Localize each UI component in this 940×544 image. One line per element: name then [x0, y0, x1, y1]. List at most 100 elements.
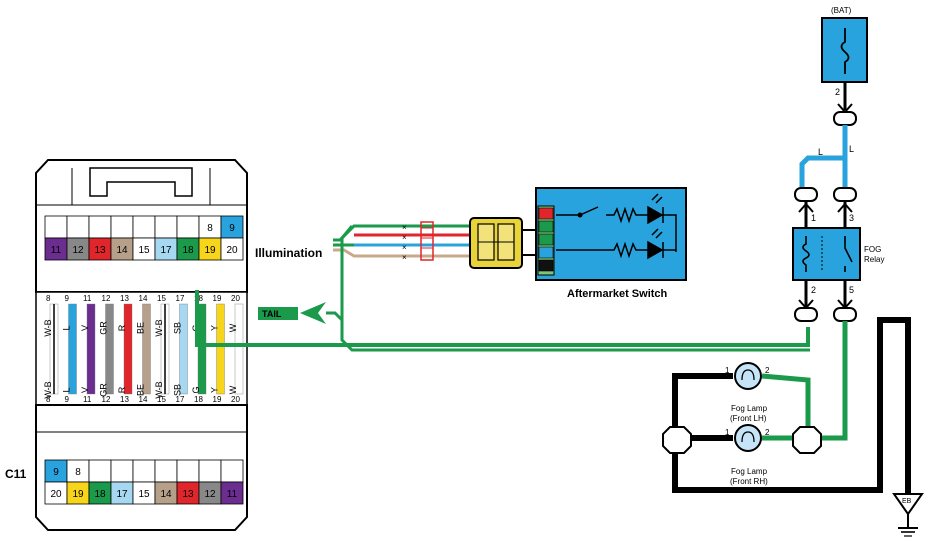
terminal [833, 187, 857, 202]
cell-number: 18 [94, 489, 106, 500]
harness-pin-bottom: 20 [231, 395, 240, 404]
harness-wire-code: W-B [154, 319, 164, 336]
pin-label: 1 [725, 428, 730, 437]
harness-wire-code: W-B [43, 319, 53, 336]
connector-cell [110, 459, 134, 483]
bat-label: (BAT) [831, 6, 852, 15]
harness-wire-code: W [228, 323, 238, 332]
harness-wire [216, 303, 225, 395]
harness-wire-code: GR [99, 383, 109, 397]
lamp-label: (Front RH) [730, 477, 768, 486]
switch-terminal-strip [537, 205, 555, 276]
pin-label: 5 [849, 285, 854, 295]
switch-pin [538, 259, 554, 272]
connector-cell [88, 459, 112, 483]
svg-text:×: × [402, 253, 407, 262]
cell-number: 15 [138, 245, 150, 256]
relay-label: Relay [864, 255, 884, 264]
connector-latch [89, 167, 193, 197]
harness-pin-bottom: 14 [139, 395, 148, 404]
switch-label: Aftermarket Switch [567, 288, 668, 300]
cell-number: 11 [227, 489, 238, 500]
switch-schematic [556, 193, 677, 260]
wire-illumination-3 [333, 248, 470, 258]
switch-plug [469, 217, 523, 269]
harness-wire-code: R [117, 324, 127, 331]
harness-wire-code: R [117, 386, 127, 393]
terminal [833, 307, 857, 322]
cell-number: 20 [50, 489, 62, 500]
harness-pin-bottom: 13 [120, 395, 129, 404]
fog-lamp-lh [734, 362, 762, 390]
pin-label: 2 [765, 366, 770, 375]
harness-wire-code: L [62, 325, 72, 330]
cell-number: 19 [72, 489, 84, 500]
terminal [794, 307, 818, 322]
wire-ground [672, 317, 911, 495]
harness-wire [68, 303, 77, 395]
cell-number: 15 [138, 489, 150, 500]
pin-label: 2 [835, 87, 840, 97]
cell-number: 18 [182, 245, 194, 256]
connector-cell [176, 459, 200, 483]
harness-wire [105, 303, 114, 395]
cell-number: 12 [72, 245, 84, 256]
harness-pin-top: 13 [120, 294, 129, 303]
harness-wire [123, 303, 133, 395]
lamp-label: (Front LH) [730, 414, 767, 423]
harness-pin-bottom: 17 [176, 395, 185, 404]
cell-number: 11 [51, 245, 62, 256]
connector-cell [198, 459, 222, 483]
harness-pin-top: 20 [231, 294, 240, 303]
harness-pin-bottom: 19 [213, 395, 222, 404]
harness-wire [197, 303, 207, 395]
cell-number: 12 [204, 489, 216, 500]
harness-pin-bottom: 15 [157, 395, 166, 404]
terminal [794, 187, 818, 202]
terminal-arrow [837, 202, 853, 213]
harness-wire-code: Y [210, 387, 220, 393]
terminal-arrow [798, 202, 814, 213]
wire-code: L [849, 144, 854, 154]
inline-splices: × × × × [402, 221, 434, 262]
svg-text:×: × [402, 243, 407, 252]
connector-cell [110, 215, 134, 239]
pin-label: 2 [765, 428, 770, 437]
connector-label: C11 [5, 467, 27, 481]
cell-number: 17 [116, 489, 128, 500]
tail-label: TAIL [262, 309, 282, 319]
harness-pin-top: 8 [46, 294, 51, 303]
cell-number: 14 [160, 489, 172, 500]
cell-number: 13 [94, 245, 106, 256]
cell-number: 13 [182, 489, 194, 500]
harness-wire-code: W [228, 385, 238, 394]
harness-wire-code: BE [136, 322, 146, 334]
harness-wire-code: W-B [43, 381, 53, 398]
wire-green-to-relay [195, 290, 810, 347]
harness-pin-bottom: 11 [83, 395, 92, 404]
harness-wire-code: SB [173, 384, 183, 396]
harness-pin-top: 11 [83, 294, 92, 303]
connector-cell [154, 459, 178, 483]
cell-number: 19 [204, 245, 216, 256]
connector-cell [132, 459, 156, 483]
connector-cell [154, 215, 178, 239]
svg-text:×: × [402, 223, 407, 232]
connector-cell [220, 481, 244, 505]
svg-text:×: × [402, 233, 407, 242]
harness-pin-top: 17 [176, 294, 185, 303]
lamp-label: Fog Lamp [731, 404, 768, 413]
relay-label: FOG [864, 245, 881, 254]
switch-pin [538, 220, 554, 233]
cell-number: 14 [116, 245, 128, 256]
illumination-label: Illumination [255, 246, 322, 260]
harness-wire [179, 303, 188, 395]
splice-feed [792, 426, 822, 454]
pin-label: 2 [811, 285, 816, 295]
harness-pin-top: 14 [139, 294, 148, 303]
fog-lamp-rh [734, 424, 762, 452]
